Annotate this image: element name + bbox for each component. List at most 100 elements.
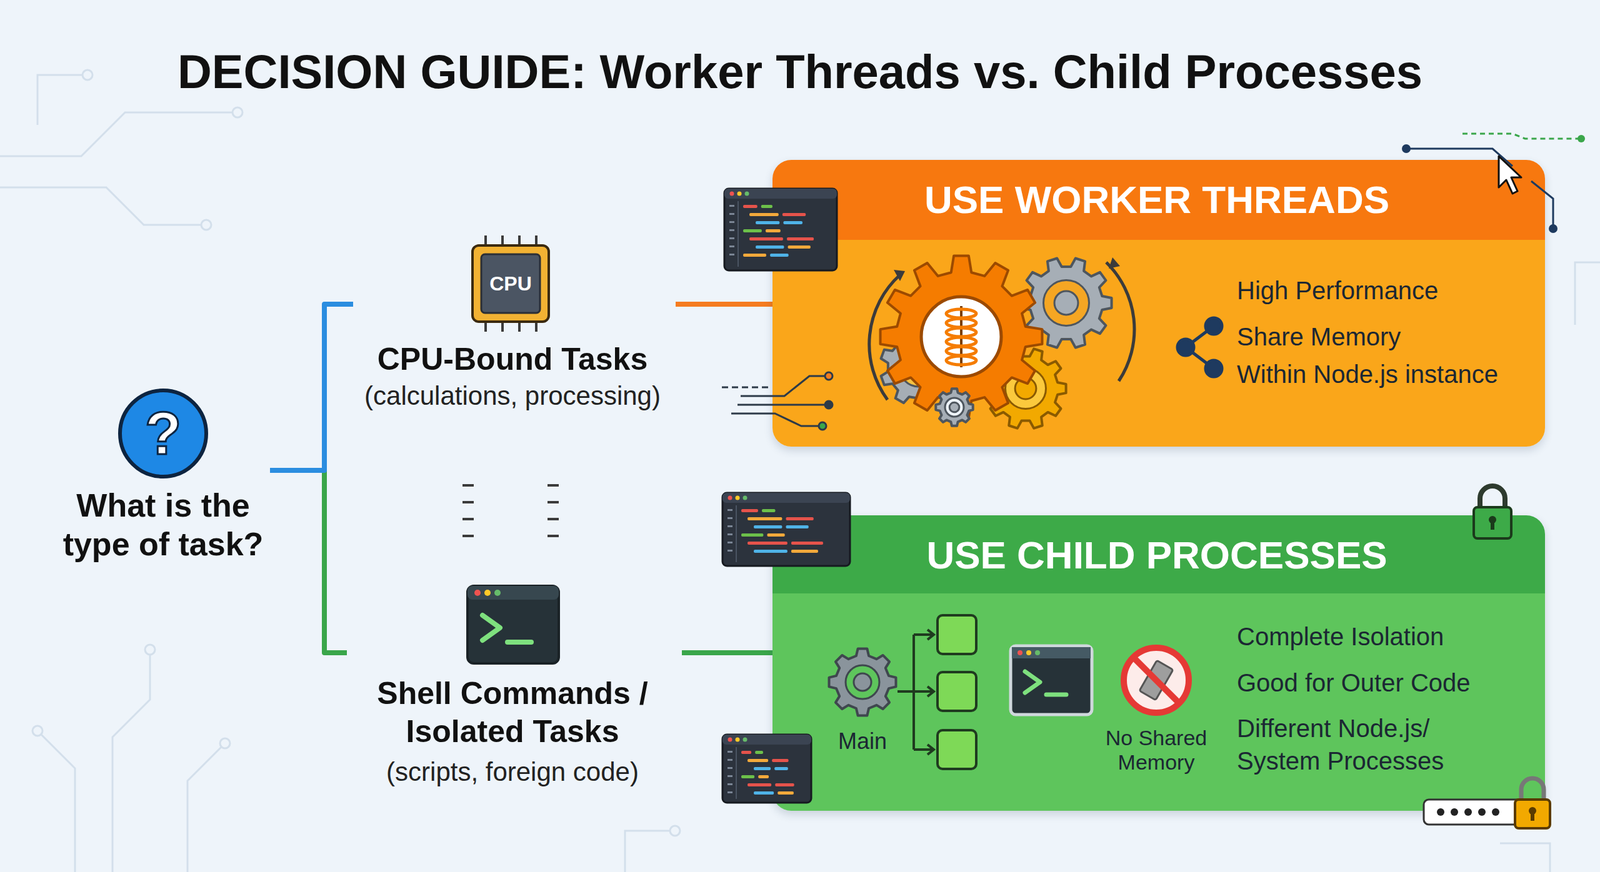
code-window-icon	[753, 791, 774, 795]
gear-illustration	[1020, 258, 1112, 349]
background-circuit	[37, 731, 75, 872]
node-text: Within Node.js instance	[1236, 359, 1531, 390]
process-illustration	[927, 745, 934, 755]
gear-illustration	[946, 356, 977, 365]
password-lock-icon	[1530, 812, 1535, 822]
code-window-icon	[727, 509, 733, 512]
question-node: ?What is the type of task?	[60, 387, 270, 570]
code-window-icon	[747, 541, 788, 545]
process-illustration	[1011, 647, 1091, 659]
code-window-icon	[785, 517, 814, 521]
code-window-icon	[753, 767, 771, 771]
code-window-icon	[783, 221, 803, 225]
code-window-icon	[727, 767, 733, 770]
code-window-icon	[782, 213, 806, 217]
code-window-icon	[729, 205, 735, 207]
node-text: No Shared Memory	[1090, 726, 1222, 775]
gear-illustration	[893, 270, 905, 282]
code-window-icon	[770, 253, 789, 257]
code-window-icon	[728, 738, 733, 743]
gear-illustration	[881, 328, 958, 407]
node-heading: USE WORKER THREADS	[772, 176, 1542, 224]
gear-illustration	[946, 328, 977, 337]
cpu-chip-icon	[462, 235, 559, 537]
password-lock-icon	[1423, 778, 1550, 829]
share-icon	[1177, 339, 1194, 356]
terminal-icon	[484, 590, 491, 597]
password-lock-icon	[1515, 800, 1550, 829]
background-circuit	[112, 650, 150, 872]
code-window-icon	[749, 237, 784, 241]
process-illustration	[1133, 658, 1179, 704]
code-window-icon	[729, 253, 735, 256]
circuit-symbol	[825, 372, 833, 380]
code-window-icon	[722, 493, 850, 567]
cpu-chip-icon	[462, 518, 474, 521]
code-window-icon	[755, 245, 785, 249]
code-window-icon	[755, 221, 780, 225]
process-illustration	[912, 635, 915, 750]
password-lock-icon	[1450, 808, 1459, 817]
cursor-circuit	[1531, 181, 1554, 227]
code-window-icon	[722, 493, 850, 567]
cpu-chip-icon	[501, 320, 504, 332]
circuit-symbol	[721, 372, 833, 430]
code-window-icon	[743, 253, 767, 257]
gear-illustration	[1015, 378, 1037, 400]
gear-illustration	[1054, 291, 1079, 315]
gear-illustration	[869, 275, 900, 400]
process-illustration	[927, 686, 934, 697]
code-window-icon	[785, 525, 809, 529]
cpu-chip-icon	[484, 235, 487, 247]
code-window-icon	[729, 245, 735, 248]
code-window-icon	[774, 767, 789, 771]
process-illustration	[1046, 693, 1067, 698]
gear-illustration	[935, 388, 973, 426]
background-circuit	[0, 70, 1600, 872]
lock-icon	[1490, 521, 1495, 530]
background-circuit	[670, 826, 680, 837]
process-illustration	[829, 649, 897, 717]
process-illustration	[829, 649, 897, 717]
background-circuit	[1500, 843, 1550, 872]
circuit-symbol	[731, 413, 820, 427]
cpu-chip-icon	[535, 235, 538, 247]
cpu-chip-icon	[518, 235, 521, 247]
code-window-icon	[741, 509, 759, 513]
node-heading: USE CHILD PROCESSES	[772, 532, 1542, 579]
code-window-icon	[741, 775, 755, 779]
code-window-icon	[729, 213, 735, 215]
process-illustration	[937, 615, 977, 655]
code-window-icon	[722, 735, 812, 804]
code-window-icon	[727, 533, 733, 536]
code-window-icon	[735, 747, 737, 800]
node-text: What is the type of task?	[60, 486, 267, 564]
terminal-icon	[474, 590, 481, 597]
share-icon	[1185, 347, 1214, 369]
code-window-icon	[741, 533, 764, 537]
diagram-title: DECISION GUIDE: Worker Threads vs. Child…	[0, 43, 1600, 100]
cursor-circuit	[1401, 144, 1411, 154]
question-circle	[120, 390, 207, 477]
gear-illustration	[945, 398, 964, 417]
process-illustration	[853, 673, 872, 692]
process-illustration	[937, 730, 977, 770]
node-heading: CPU	[473, 271, 549, 297]
node-text: Complete Isolation	[1236, 621, 1531, 652]
code-window-icon	[741, 751, 752, 755]
code-window-icon	[722, 735, 812, 745]
gear-illustration	[985, 348, 1066, 429]
password-lock-icon	[1521, 778, 1544, 802]
circuit-symbol	[740, 376, 827, 397]
process-illustration	[937, 672, 977, 712]
terminal-icon	[467, 586, 559, 600]
gear-illustration	[935, 388, 973, 426]
gear-illustration	[1043, 280, 1090, 327]
child-processes-panel: USE CHILD PROCESSESMainNo Shared MemoryC…	[772, 515, 1545, 812]
code-window-icon	[735, 505, 737, 563]
process-illustration	[1139, 660, 1174, 700]
code-window-icon	[755, 751, 764, 755]
code-window-icon	[727, 791, 733, 794]
terminal-icon	[467, 586, 559, 664]
code-window-icon	[761, 509, 776, 513]
